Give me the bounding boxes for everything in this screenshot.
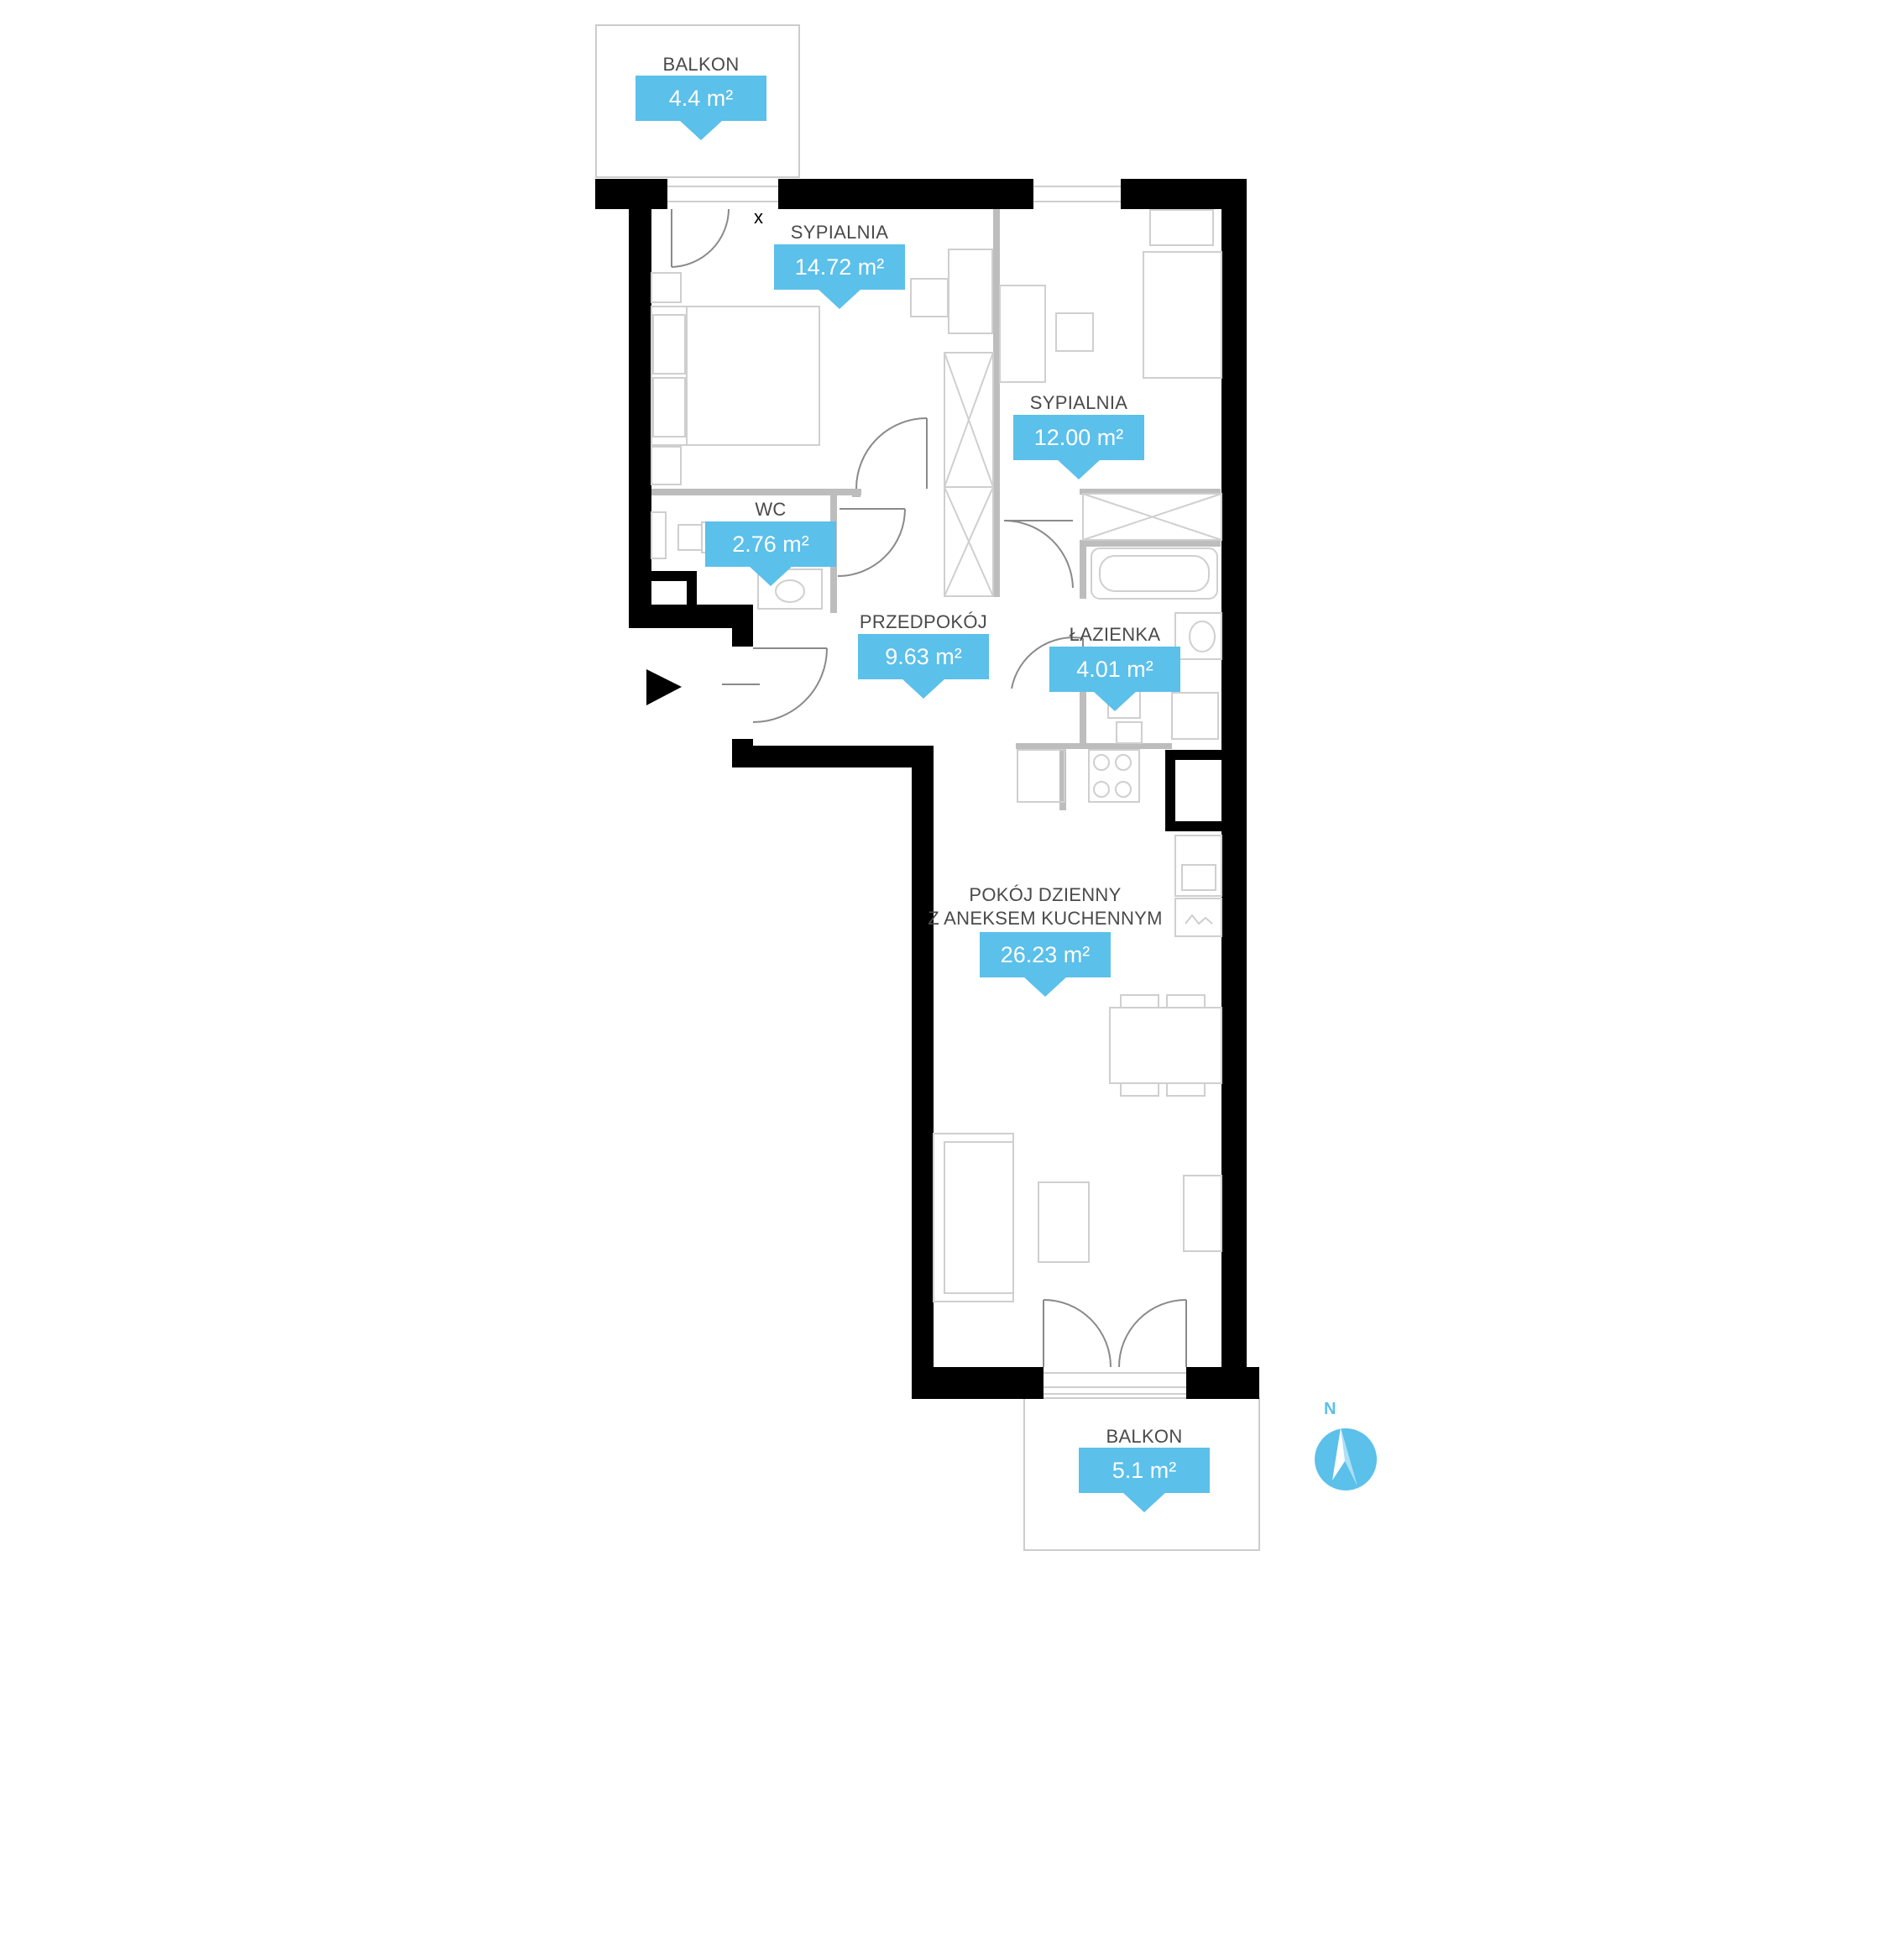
- room-label-bathroom: ŁAZIENKA: [1069, 624, 1161, 645]
- sofa: [933, 1133, 1014, 1302]
- wardrobe-2: [1082, 493, 1222, 541]
- interior-partitions: [651, 209, 1221, 810]
- balcony-top-outline: [595, 24, 800, 178]
- area-badge-bathroom: 4.01 m²: [1049, 647, 1180, 692]
- double-bed: [651, 306, 820, 446]
- room-label-bedroom-2: SYPIALNIA: [1029, 392, 1128, 413]
- tv-cabinet: [1183, 1175, 1222, 1252]
- single-bed: [1143, 251, 1222, 379]
- north-compass-icon: [1315, 1428, 1377, 1490]
- area-badge-balcony-bottom: 5.1 m²: [1079, 1448, 1210, 1493]
- windows: [667, 186, 1186, 1395]
- room-label-wc: WC: [755, 499, 787, 520]
- room-label-living-room-line1: POKÓJ DZIENNY: [969, 884, 1122, 905]
- exterior-walls: [595, 179, 1259, 1399]
- shafts: [636, 571, 1232, 831]
- balcony-outlines: [595, 24, 1260, 1551]
- furniture: [651, 209, 1222, 1302]
- area-badge-balcony-top: 4.4 m²: [636, 76, 766, 121]
- room-label-bedroom-1: SYPIALNIA: [790, 222, 889, 243]
- room-label-balcony-top: BALKON: [662, 54, 740, 75]
- doors: [671, 208, 1187, 1368]
- compass-north-label: N: [1324, 1400, 1336, 1418]
- area-badge-bedroom-1: 14.72 m²: [774, 244, 905, 290]
- balcony-bottom-outline: [1023, 1397, 1260, 1551]
- entrance-arrow-icon: [646, 669, 682, 705]
- area-badge-wc: 2.76 m²: [705, 521, 836, 567]
- window-mark: x: [754, 207, 763, 228]
- sink: [1174, 835, 1222, 897]
- room-label-hallway: PRZEDPOKÓJ: [859, 611, 988, 632]
- coffee-table: [1038, 1181, 1090, 1263]
- area-badge-living-room: 26.23 m²: [980, 932, 1111, 977]
- area-badge-bedroom-2: 12.00 m²: [1013, 415, 1144, 460]
- area-badge-hallway: 9.63 m²: [858, 634, 989, 679]
- room-label-balcony-bottom: BALKON: [1106, 1426, 1183, 1447]
- cooktop: [1088, 749, 1140, 803]
- dining-table: [1109, 1007, 1222, 1084]
- bathtub: [1091, 547, 1218, 600]
- wardrobe: [944, 352, 994, 597]
- room-label-living-room-line2: Z ANEKSEM KUCHENNYM: [928, 908, 1163, 929]
